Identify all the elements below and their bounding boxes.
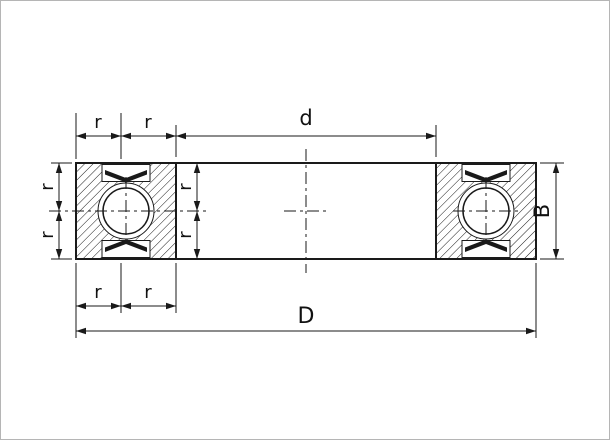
- arrow: [76, 132, 86, 140]
- arrow: [176, 132, 186, 140]
- arrow: [76, 302, 86, 310]
- arrow: [193, 201, 201, 211]
- arrow: [55, 211, 63, 221]
- arrow: [76, 327, 86, 335]
- arrow: [166, 132, 176, 140]
- arrow: [55, 249, 63, 259]
- arrow: [552, 163, 560, 173]
- arrow: [526, 327, 536, 335]
- arrow: [426, 132, 436, 140]
- arrow: [193, 163, 201, 173]
- arrow: [111, 302, 121, 310]
- dim-label-outer-D: D: [298, 304, 315, 329]
- dim-label-r-inner-lower: r: [175, 231, 196, 239]
- arrow: [121, 302, 131, 310]
- arrowheads: [55, 132, 560, 335]
- dim-label-width-B: B: [530, 204, 554, 218]
- arrow: [55, 201, 63, 211]
- dim-label-bore-d: d: [299, 106, 312, 130]
- arrow: [552, 249, 560, 259]
- arrow: [121, 132, 131, 140]
- dim-label-r-bottom-outer: r: [94, 282, 102, 303]
- dim-label-r-inner-upper: r: [175, 183, 196, 191]
- arrow: [55, 163, 63, 173]
- dim-label-r-left-upper: r: [37, 183, 58, 191]
- arrow: [193, 249, 201, 259]
- arrow: [193, 211, 201, 221]
- dim-label-r-bottom-inner: r: [144, 282, 152, 303]
- centerlines: [49, 149, 519, 273]
- dim-label-r-left-lower: r: [37, 231, 58, 239]
- arrow: [111, 132, 121, 140]
- dim-label-r-top-outer: r: [94, 112, 102, 133]
- dim-label-r-top-inner: r: [144, 112, 152, 133]
- dimension-labels: r r d r r r r B r r D: [37, 106, 554, 329]
- arrow: [166, 302, 176, 310]
